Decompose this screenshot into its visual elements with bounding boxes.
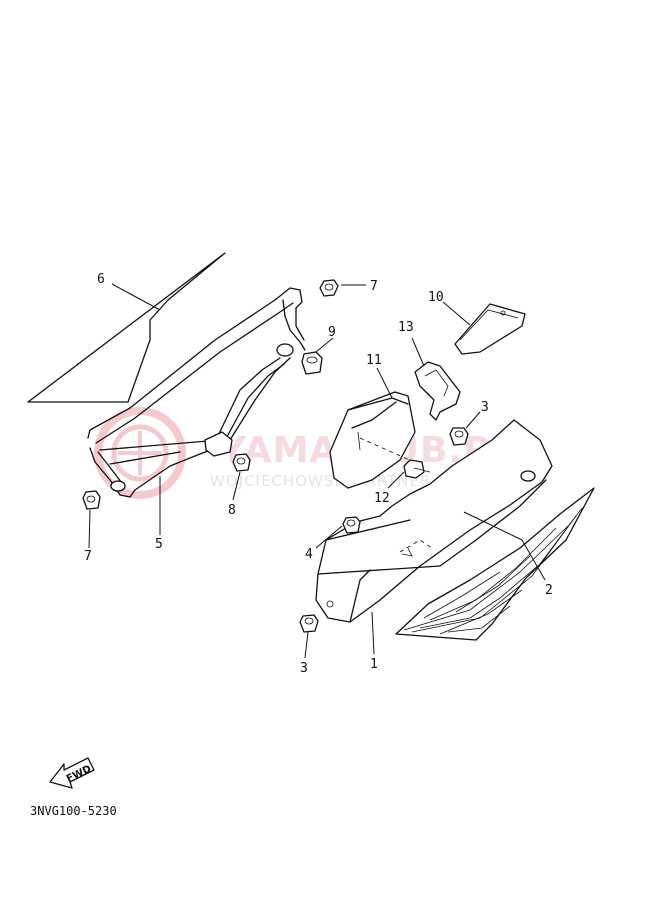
- part-12-bolt: [403, 459, 431, 479]
- leader-lines: [88, 283, 546, 659]
- part-2-graphic-decal: [395, 487, 595, 641]
- callout-11: 11: [366, 353, 382, 368]
- callout-13: 13: [398, 320, 414, 335]
- callout-9: 9: [328, 325, 336, 340]
- callout-1: 1: [370, 657, 378, 672]
- part-7-grommet-top: [319, 279, 339, 297]
- callout-2: 2: [545, 583, 553, 598]
- callout-7-top: 7: [370, 279, 378, 294]
- callout-5: 5: [155, 537, 163, 552]
- callout-labels: 6 7 9 10 13 11 3 12 4 2 1 3 5 8 7: [84, 272, 553, 676]
- part-6-side-panel: [27, 252, 226, 403]
- part-3-grommet-upper: [449, 427, 469, 446]
- part-10-emblem: [454, 303, 526, 355]
- callout-4: 4: [305, 547, 313, 562]
- callout-10: 10: [428, 290, 444, 305]
- callout-3-upper: 3: [481, 400, 489, 415]
- callout-8: 8: [228, 503, 236, 518]
- part-5-bracket: [87, 287, 306, 498]
- callout-12: 12: [374, 491, 390, 506]
- diagram-code: 3NVG100-5230: [30, 804, 117, 818]
- watermark-logo: [94, 407, 186, 499]
- part-1-side-cover: [315, 419, 553, 623]
- fwd-arrow-icon: FWD: [49, 757, 95, 789]
- part-3-grommet-lower: [299, 614, 319, 633]
- part-13-bracket: [414, 361, 461, 421]
- part-4-grommet: [342, 516, 361, 534]
- part-8-grommet: [232, 453, 251, 472]
- part-7-grommet-bottom: [82, 490, 101, 510]
- callout-3-lower: 3: [300, 661, 308, 676]
- callout-7-bottom: 7: [84, 549, 92, 564]
- part-9-damper: [301, 351, 323, 375]
- callout-6: 6: [97, 272, 105, 287]
